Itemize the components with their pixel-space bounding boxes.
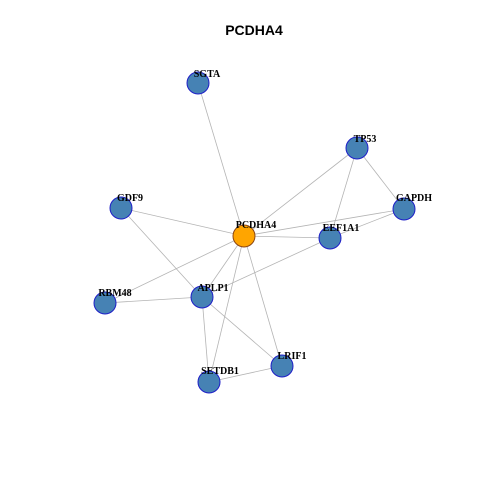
edge-aplp1-lrif1 <box>201 296 283 367</box>
edge-aplp1-setdb1 <box>201 296 210 383</box>
node-label-aplp1: APLP1 <box>197 283 228 294</box>
edge-aplp1-rbm48 <box>104 296 203 304</box>
edge-pcdha4-rbm48 <box>104 235 245 304</box>
node-layer <box>93 71 416 394</box>
node-label-rbm48: RBM48 <box>98 288 131 299</box>
edge-gdf9-aplp1 <box>120 207 203 298</box>
edge-pcdha4-sgta <box>197 82 245 237</box>
edge-tp53-gapdh <box>356 147 405 210</box>
edge-pcdha4-gdf9 <box>120 207 245 237</box>
node-aplp1[interactable] <box>190 285 214 309</box>
node-label-gapdh: GAPDH <box>396 193 432 204</box>
edge-pcdha4-tp53 <box>243 147 358 237</box>
node-eef1a1[interactable] <box>318 226 342 250</box>
node-label-eef1a1: EEF1A1 <box>323 223 360 234</box>
edge-eef1a1-aplp1 <box>201 237 331 298</box>
node-sgta[interactable] <box>186 71 210 95</box>
edge-pcdha4-aplp1 <box>201 235 245 298</box>
edge-pcdha4-gapdh <box>243 208 405 237</box>
node-label-pcdha4: PCDHA4 <box>236 220 277 231</box>
node-rbm48[interactable] <box>93 291 117 315</box>
node-tp53[interactable] <box>345 136 369 160</box>
edge-setdb1-lrif1 <box>208 365 283 383</box>
node-label-lrif1: LRIF1 <box>278 351 307 362</box>
edge-layer <box>104 82 405 383</box>
node-label-sgta: SGTA <box>194 69 221 80</box>
edge-pcdha4-lrif1 <box>243 235 283 367</box>
edge-gapdh-eef1a1 <box>329 208 405 239</box>
node-pcdha4[interactable] <box>232 224 256 248</box>
edge-tp53-eef1a1 <box>329 147 358 239</box>
node-label-tp53: TP53 <box>354 134 377 145</box>
node-label-gdf9: GDF9 <box>117 193 143 204</box>
node-setdb1[interactable] <box>197 370 221 394</box>
node-label-setdb1: SETDB1 <box>201 366 239 377</box>
node-gapdh[interactable] <box>392 197 416 221</box>
edge-pcdha4-setdb1 <box>208 235 245 383</box>
edge-pcdha4-eef1a1 <box>243 235 331 239</box>
node-lrif1[interactable] <box>270 354 294 378</box>
diagram-title: PCDHA4 <box>225 22 283 38</box>
node-gdf9[interactable] <box>109 196 133 220</box>
